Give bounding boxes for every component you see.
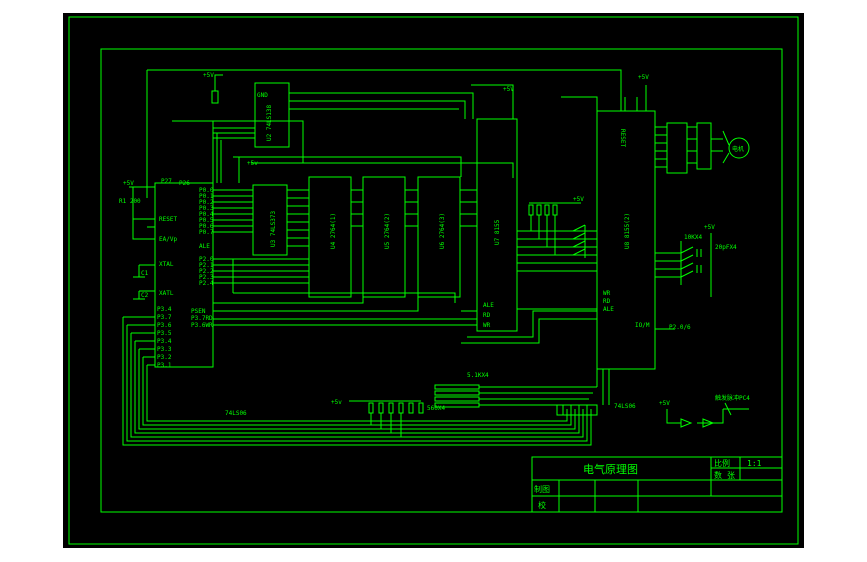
label-u7-rd: RD [483,312,491,319]
chip-u8 [596,110,656,370]
label-reset: RESET [159,216,177,223]
label-p27: P27 [161,178,172,185]
p2-2: P2.2 [199,268,214,275]
sheet-label: 数 [714,470,722,480]
label-wr: P3.6WR [191,322,213,329]
drawing-sheet: 电气原理图 比例 1:1 数 张 制图 校 U2 74LS138 GND +5V… [63,13,804,548]
label-10k: 10KX4 [684,234,702,241]
label-vcc-res: +5V [573,196,584,203]
p0-bus [213,156,477,247]
label-20pf: 20pFX4 [715,244,737,251]
label-p20: P2.0/6 [669,324,691,331]
label-5k1: 5.1KX4 [467,372,489,379]
cap-array [655,233,712,297]
trigger-circuit [666,402,749,428]
p0-5: P0.5 [199,217,214,224]
p3-h: P3.1 [157,362,172,369]
p0-1: P0.1 [199,193,214,200]
label-vcc-u8: +5V [638,74,649,81]
ratio-label: 比例 [714,458,730,468]
p0-6: P0.6 [199,223,214,230]
label-u8-ale: ALE [603,306,614,313]
p3-g: P3.2 [157,354,172,361]
chip-8051 [154,182,214,368]
inner-frame [100,48,783,513]
label-vcc-trigger: +5V [659,400,670,407]
label-motor: 电机 [732,145,744,153]
label-c1: C1 [141,270,149,277]
res-560 [349,400,424,437]
label-inv-right: 74LS06 [614,403,636,410]
label-u7: U7 8155 [494,219,501,245]
label-rd: P3.7RD [191,315,213,322]
label-trigger: 触发脉冲PC4 [715,394,750,402]
label-psen: PSEN [191,308,206,315]
drawn-label: 制图 [534,484,550,494]
p0-3: P0.3 [199,205,214,212]
label-inv-left: 74LS06 [225,410,247,417]
p3-d: P3.5 [157,330,172,337]
label-xtal2: XATL [159,290,174,297]
label-c2: C2 [141,292,149,299]
p0-0: P0.0 [199,187,214,194]
p3-f: P3.3 [157,346,172,353]
label-p26: P26 [179,180,190,187]
label-r1: R1 200 [119,198,141,205]
p0-4: P0.4 [199,211,214,218]
chip-u6 [417,176,461,298]
chip-u2 [254,82,290,148]
label-xtal1: XTAL [159,261,174,268]
scale-value: 1:1 [747,459,762,468]
label-u8-io: IO/M [635,322,650,329]
p2-0: P2.0 [199,256,214,263]
label-gnd: GND [257,92,268,99]
label-u3: U3 74LS373 [270,210,277,247]
p3-e: P3.4 [157,338,172,345]
res-pack-top [528,202,586,258]
sheet-value: 张 [727,471,735,480]
label-u8-rd: RD [603,298,611,305]
chip-u7 [476,118,518,332]
p2-3: P2.3 [199,274,214,281]
outer-frame [68,16,799,545]
label-u2: U2 74LS138 [266,104,273,141]
label-u8-reset: RESET [619,129,626,147]
p3-c: P3.6 [157,322,172,329]
res-5k1 [434,384,597,408]
p2-1: P2.1 [199,262,214,269]
p0-2: P0.2 [199,199,214,206]
p3-b: P3.7 [157,314,172,321]
chip-u5 [362,176,406,298]
p3-a: P3.4 [157,306,172,313]
label-u4: U4 2764(1) [330,213,337,249]
title-block [531,456,783,513]
chip-u4 [308,176,352,298]
label-u6: U6 2764(3) [439,213,446,249]
label-ea: EA/Vp [159,236,177,243]
label-vcc-cap: +5V [704,224,715,231]
label-vcc-u7: +5V [503,86,514,93]
label-u7-ale: ALE [483,302,494,309]
label-u8: U8 8155(2) [624,213,631,249]
p0-7: P0.7 [199,229,214,236]
p2-4: P2.4 [199,280,214,287]
title-text: 电气原理图 [583,462,638,476]
label-vcc-left: +5V [123,180,134,187]
label-u8-wr: WR [603,290,611,297]
motor-driver [655,122,750,174]
inverters [556,369,610,416]
label-u5: U5 2764(2) [384,213,391,249]
check-label: 校 [538,500,546,510]
label-560: 560X4 [427,405,445,412]
label-ale-8051: ALE [199,243,210,250]
schematic: 电气原理图 比例 1:1 数 张 制图 校 U2 74LS138 GND +5V… [68,16,799,545]
label-u7-wr: WR [483,322,491,329]
label-vcc-bottom: +5v [331,399,342,406]
label-vcc-top: +5V [203,72,214,79]
label-vcc-mid: +5v [247,160,258,167]
